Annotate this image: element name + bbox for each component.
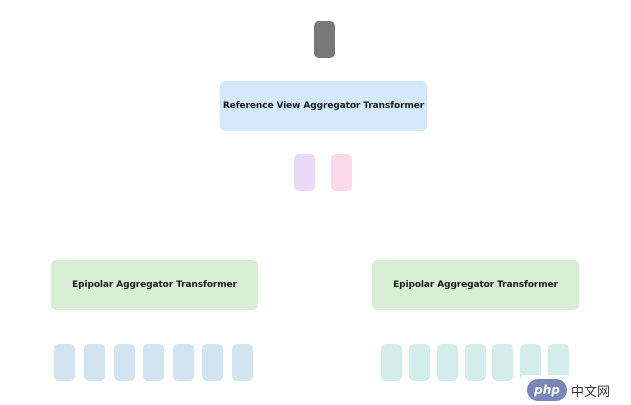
right-input-token — [520, 344, 541, 381]
right-input-token — [465, 344, 486, 381]
left-input-token — [54, 344, 75, 381]
pink-token — [331, 154, 352, 191]
output-token — [314, 21, 335, 58]
watermark-logo: php — [527, 379, 567, 401]
reference-view-aggregator-label: Reference View Aggregator Transformer — [222, 101, 425, 111]
left-input-token — [84, 344, 105, 381]
right-input-token — [548, 344, 569, 381]
left-epipolar-aggregator-box: Epipolar Aggregator Transformer — [51, 260, 258, 310]
watermark-text: 中文网 — [571, 384, 611, 400]
left-input-token — [232, 344, 253, 381]
purple-token — [294, 154, 315, 191]
left-input-token — [202, 344, 223, 381]
left-input-token — [173, 344, 194, 381]
right-input-token — [437, 344, 458, 381]
right-input-token — [492, 344, 513, 381]
right-input-token — [409, 344, 430, 381]
watermark: php 中文网 — [521, 375, 631, 405]
right-epipolar-aggregator-label: Epipolar Aggregator Transformer — [393, 280, 558, 290]
left-input-token — [143, 344, 164, 381]
left-epipolar-aggregator-label: Epipolar Aggregator Transformer — [72, 280, 237, 290]
right-input-token — [381, 344, 402, 381]
reference-view-aggregator-box: Reference View Aggregator Transformer — [220, 81, 427, 131]
left-input-token — [114, 344, 135, 381]
right-epipolar-aggregator-box: Epipolar Aggregator Transformer — [372, 260, 579, 310]
